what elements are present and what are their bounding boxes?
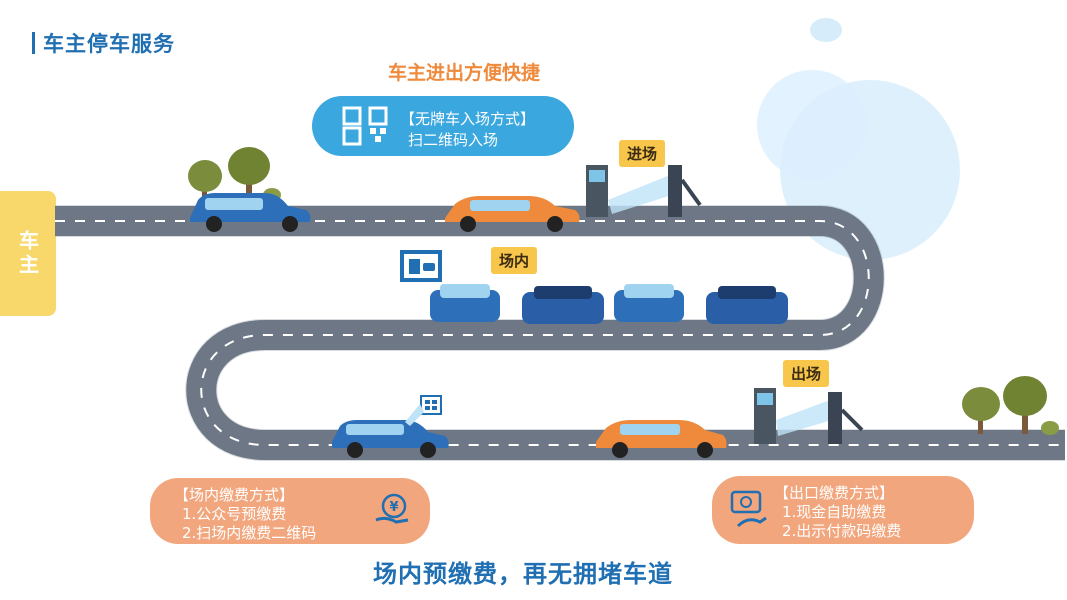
car-icon-orange-bottom: [596, 420, 727, 458]
side-tab-owner[interactable]: 车主: [0, 191, 56, 316]
tree-icon: [188, 147, 281, 202]
parked-cars: [430, 284, 788, 324]
decor-bubble-small: [810, 18, 842, 42]
side-tab-label: 车主: [15, 229, 40, 278]
cash-machine-icon-entry: [586, 165, 608, 217]
entry-method-bubble: 【无牌车入场方式】 扫二维码入场: [312, 96, 574, 156]
inside-payment-item-1: 1.公众号预缴费: [182, 505, 287, 523]
decor-bubble-mid: [757, 70, 867, 180]
label-exit: 出场: [783, 360, 830, 387]
car-icon-blue-top: [190, 193, 311, 232]
car-icon-parked-1: [430, 284, 500, 322]
entry-light-beam: [608, 175, 672, 214]
exit-payment-item-1: 1.现金自助缴费: [782, 503, 887, 521]
inside-payment-bubble: 【场内缴费方式】 1.公众号预缴费 2.扫场内缴费二维码 ¥: [150, 478, 430, 544]
road-center-line: [55, 220, 1065, 446]
exit-payment-bubble: 【出口缴费方式】 1.现金自助缴费 2.出示付款码缴费: [712, 476, 974, 544]
inside-payment-item-2: 2.扫场内缴费二维码: [182, 524, 317, 542]
parking-icon: [400, 250, 442, 282]
car-icon-parked-3: [614, 284, 684, 322]
top-caption: 车主进出方便快捷: [388, 62, 541, 84]
car-icon-blue-bottom: [332, 420, 449, 458]
page-title: 车主停车服务: [32, 28, 175, 58]
tree-icon: [962, 376, 1059, 435]
cash-machine-icon-exit: [754, 388, 776, 444]
label-entry: 进场: [619, 140, 666, 167]
exit-light-beam: [776, 400, 832, 436]
qr-code-icon-small: [420, 395, 442, 415]
yuan-coin-hand-icon: ¥: [375, 493, 409, 524]
page-title-text: 车主停车服务: [43, 32, 175, 56]
label-inside: 场内: [491, 247, 538, 274]
car-icon-parked-4: [706, 286, 788, 324]
barrier-gate-icon-entry: [668, 165, 702, 217]
entry-method-detail: 扫二维码入场: [408, 131, 499, 149]
inside-payment-heading: 【场内缴费方式】: [174, 486, 295, 504]
car-icon-orange-top: [445, 196, 580, 232]
qr-code-icon: [342, 106, 388, 146]
bottom-caption: 场内预缴费，再无拥堵车道: [373, 560, 673, 588]
scan-light-beam: [405, 404, 424, 426]
car-icon-parked-2: [522, 286, 604, 324]
barrier-gate-icon-exit: [828, 392, 864, 444]
entry-method-heading: 【无牌车入场方式】: [400, 110, 536, 128]
svg-text:¥: ¥: [389, 500, 398, 515]
exit-payment-item-2: 2.出示付款码缴费: [782, 522, 902, 540]
title-accent-bar: [32, 32, 35, 54]
exit-payment-heading: 【出口缴费方式】: [774, 484, 895, 502]
cash-payment-icon: [730, 490, 767, 528]
